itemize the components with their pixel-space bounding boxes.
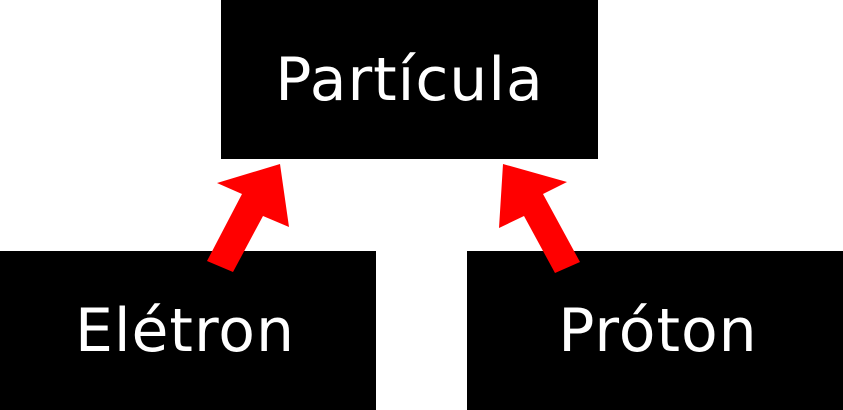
node-proton-label: Próton — [558, 295, 758, 366]
node-particula: Partícula — [221, 0, 598, 159]
node-eletron: Elétron — [0, 251, 376, 410]
node-eletron-label: Elétron — [74, 295, 296, 366]
node-particula-label: Partícula — [275, 44, 544, 115]
node-proton: Próton — [467, 251, 843, 410]
